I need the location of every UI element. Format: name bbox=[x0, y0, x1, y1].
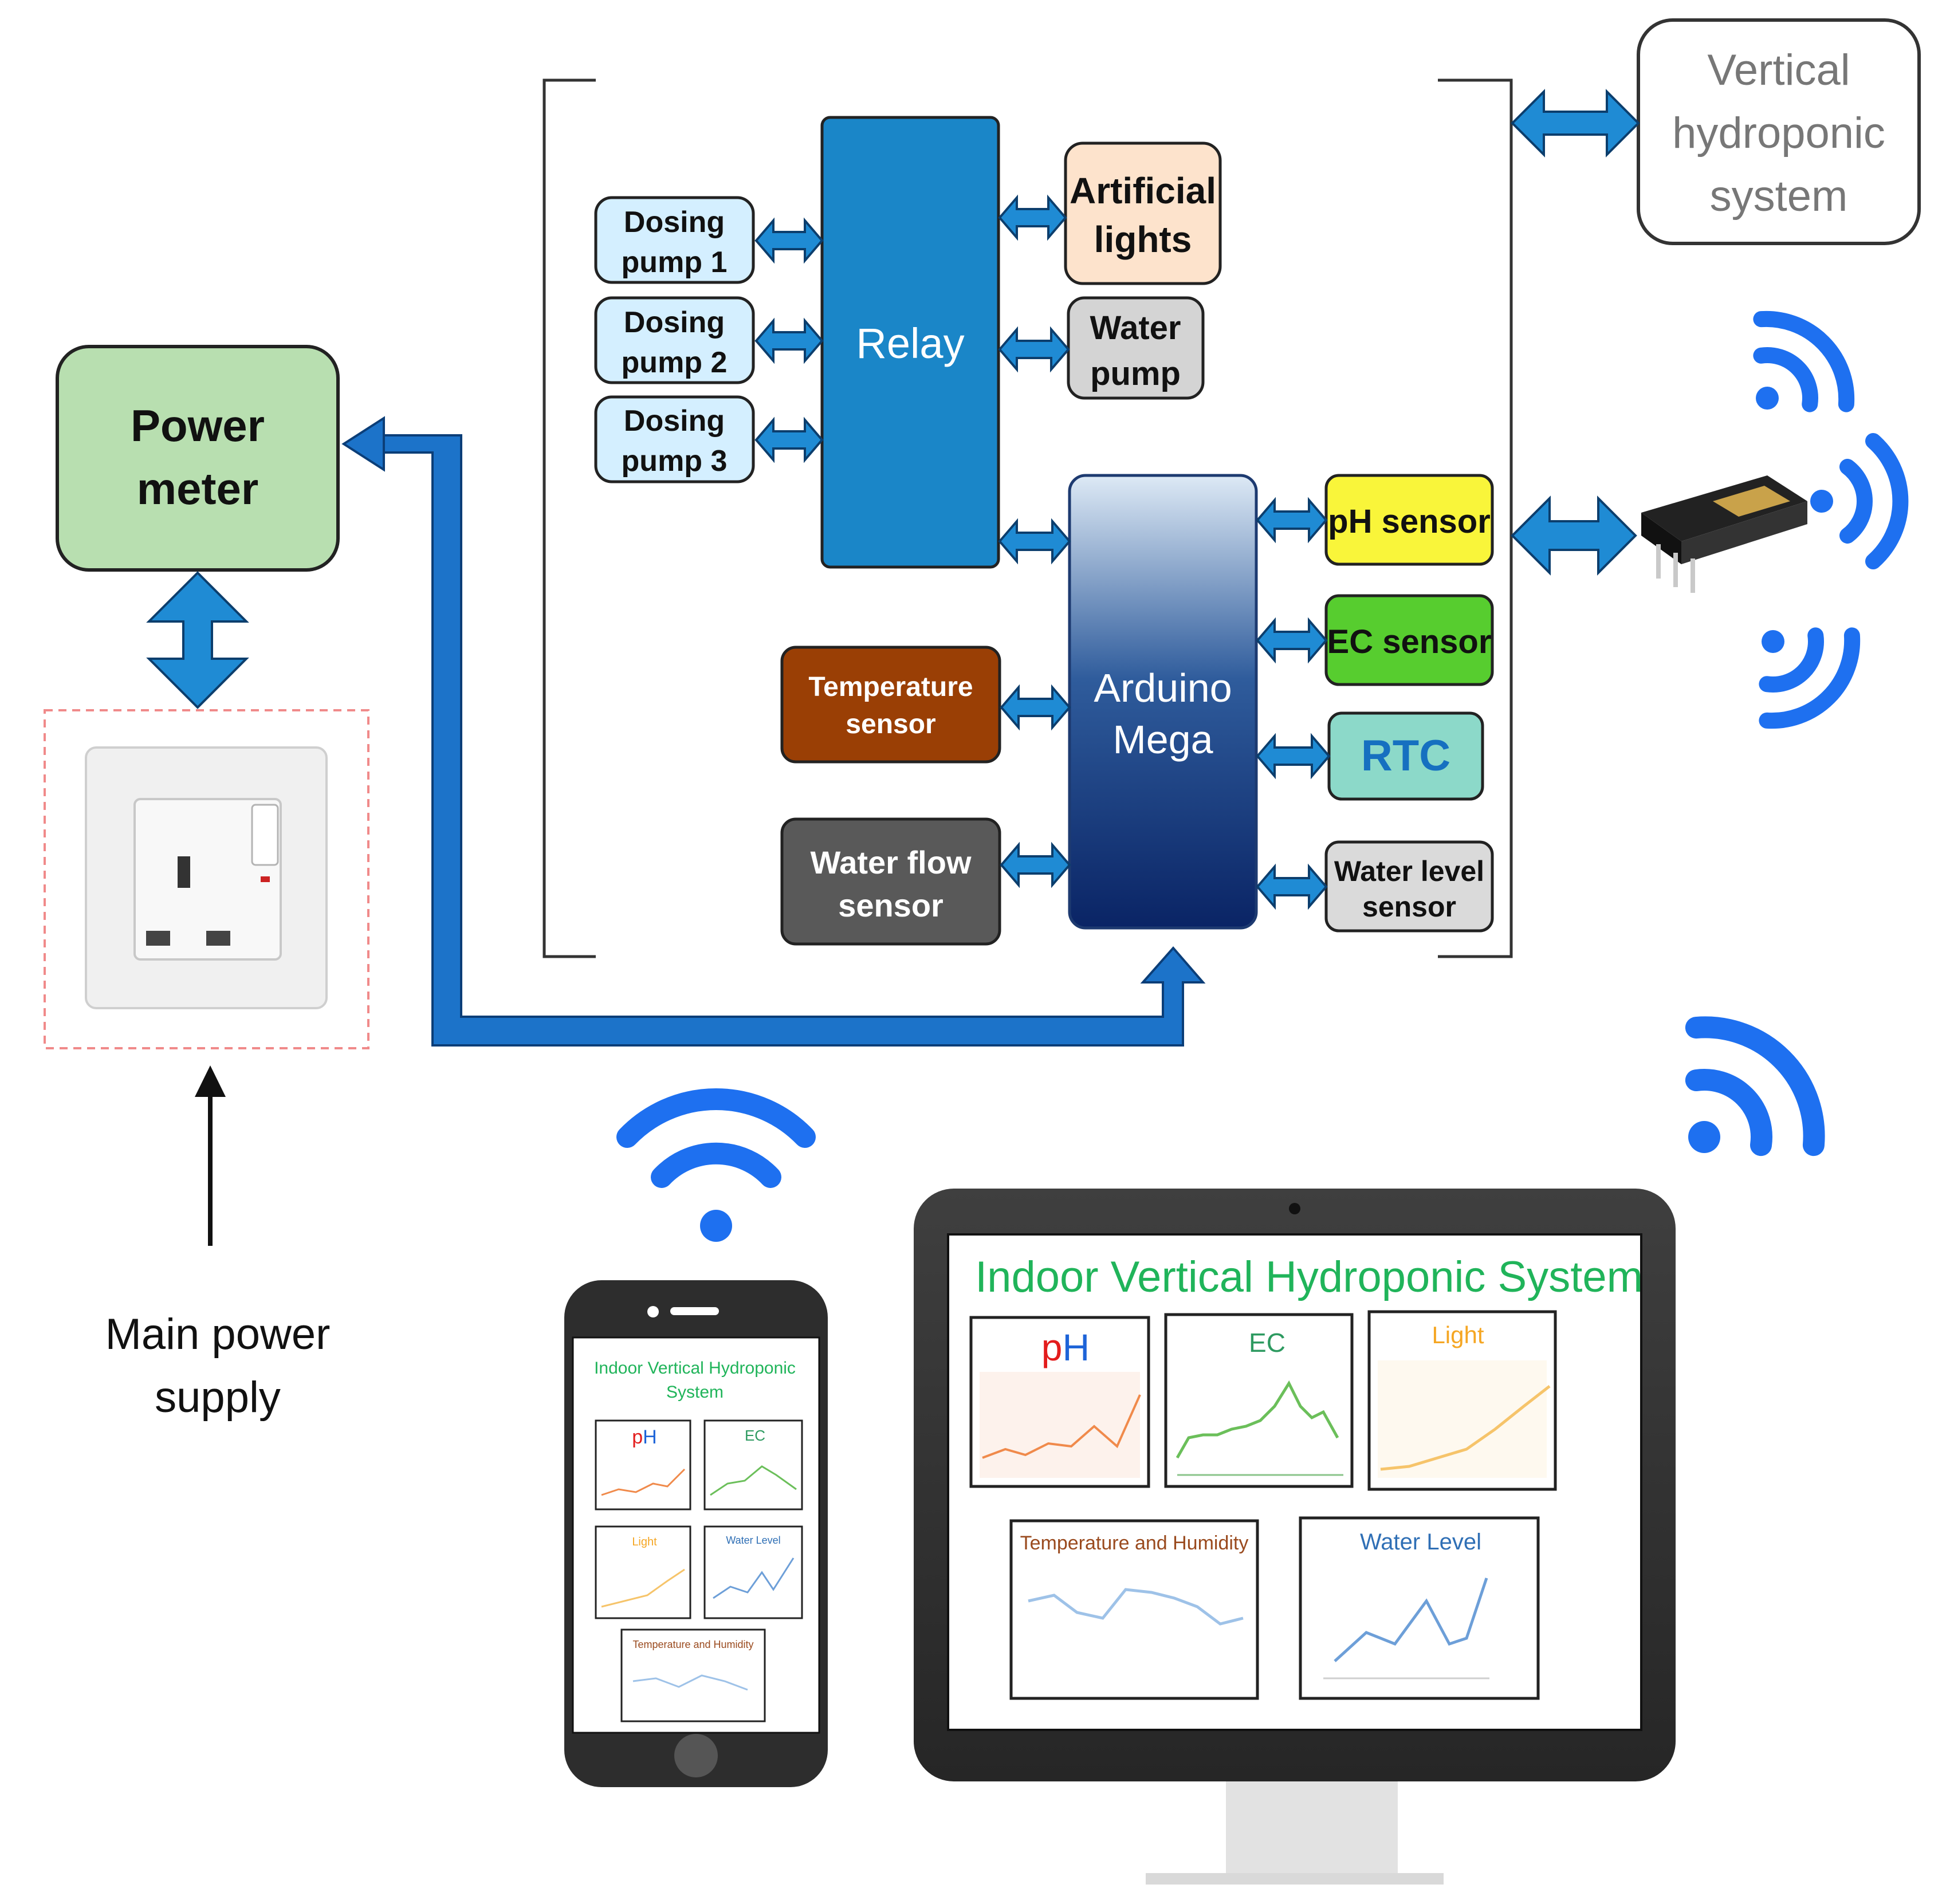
monitor-ec-title: EC bbox=[1249, 1328, 1285, 1358]
relay-label: Relay bbox=[856, 320, 964, 367]
water-level-sensor-label-line2: sensor bbox=[1362, 891, 1456, 923]
arrow-relay-lights bbox=[998, 194, 1067, 241]
phone-water-level-title: Water Level bbox=[726, 1535, 780, 1546]
phone-temperature-humidity-panel: Temperature and Humidity bbox=[620, 1628, 766, 1722]
monitor-temperature-humidity-title: Temperature and Humidity bbox=[1020, 1532, 1249, 1554]
wifi-icon bbox=[1753, 310, 1855, 412]
arrow-dosing1-relay bbox=[754, 217, 824, 264]
arrow-relay-pump bbox=[998, 326, 1070, 373]
relay-block: Relay bbox=[820, 116, 1000, 569]
wifi-icon bbox=[1810, 433, 1909, 569]
phone-temperature-humidity-title: Temperature and Humidity bbox=[632, 1639, 753, 1650]
phone-water-level-panel: Water Level bbox=[703, 1525, 803, 1619]
ph-sensor-label: pH sensor bbox=[1328, 503, 1491, 540]
vertical-hydroponic-system-block: Vertical hydroponic system bbox=[1637, 18, 1921, 245]
water-pump-block: Water pump bbox=[1067, 296, 1205, 400]
monitor-water-level-panel: Water Level bbox=[1299, 1516, 1540, 1700]
dosing-pump-2-label-line2: pump 2 bbox=[622, 346, 728, 379]
phone-light-panel: Light bbox=[595, 1525, 691, 1619]
arrow-temp-arduino bbox=[1000, 684, 1071, 731]
water-flow-sensor-label-line2: sensor bbox=[838, 887, 943, 923]
vertical-system-label-line1: Vertical bbox=[1707, 46, 1850, 95]
monitor-ph-title: pH bbox=[1041, 1326, 1090, 1368]
arrow-dosing2-relay bbox=[754, 317, 824, 364]
monitor-ph-panel: pH bbox=[969, 1316, 1150, 1488]
arrow-controller-system bbox=[1511, 89, 1640, 158]
double-arrows bbox=[146, 89, 1640, 910]
main-power-label-line2: supply bbox=[155, 1373, 281, 1422]
monitor-ec-panel: EC bbox=[1164, 1313, 1354, 1488]
wifi-icon bbox=[616, 1088, 816, 1242]
controller-bracket bbox=[542, 78, 1513, 958]
phone-ec-title: EC bbox=[745, 1427, 765, 1444]
temperature-sensor-label-line1: Temperature bbox=[808, 672, 973, 702]
esp8266-module-icon bbox=[1641, 475, 1807, 593]
ec-sensor-label: EC sensor bbox=[1327, 623, 1492, 660]
arduino-label-line2: Mega bbox=[1112, 717, 1213, 762]
dosing-pump-2-block: Dosing pump 2 bbox=[594, 296, 755, 384]
ec-sensor-block: EC sensor bbox=[1324, 594, 1494, 686]
dosing-pump-1-label-line2: pump 1 bbox=[622, 246, 728, 279]
water-flow-sensor-block: Water flow sensor bbox=[780, 817, 1001, 946]
rtc-label: RTC bbox=[1361, 731, 1450, 780]
arduino-mega-block: Arduino Mega bbox=[1068, 474, 1258, 930]
arrow-controller-wifi-module bbox=[1511, 495, 1637, 576]
arrow-relay-arduino bbox=[998, 518, 1071, 565]
dashboard-title: Indoor Vertical Hydroponic System bbox=[975, 1253, 1643, 1301]
arrow-dosing3-relay bbox=[754, 416, 824, 463]
dosing-pump-1-label-line1: Dosing bbox=[624, 206, 725, 239]
power-line bbox=[341, 416, 1206, 1047]
dosing-pump-3-label-line1: Dosing bbox=[624, 404, 725, 438]
water-level-sensor-block: Water level sensor bbox=[1324, 840, 1494, 933]
phone-ph-title: pH bbox=[632, 1426, 656, 1448]
wifi-icon bbox=[1685, 1016, 1825, 1156]
vertical-system-label-line2: hydroponic bbox=[1672, 109, 1885, 158]
arrow-meter-socket bbox=[146, 571, 249, 709]
power-meter-block: Power meter bbox=[56, 345, 340, 572]
arrow-arduino-ec bbox=[1256, 617, 1328, 664]
monitor-light-title: Light bbox=[1432, 1321, 1484, 1348]
monitor-light-panel: Light bbox=[1367, 1310, 1557, 1491]
artificial-lights-label-line1: Artificial bbox=[1070, 170, 1216, 211]
ph-sensor-block: pH sensor bbox=[1324, 474, 1494, 566]
phone-light-title: Light bbox=[632, 1536, 657, 1548]
main-power-label-line1: Main power bbox=[105, 1310, 331, 1359]
arrow-arduino-waterlevel bbox=[1256, 863, 1328, 910]
dosing-pump-2-label-line1: Dosing bbox=[624, 306, 725, 339]
water-level-sensor-label-line1: Water level bbox=[1334, 855, 1484, 887]
rtc-block: RTC bbox=[1327, 711, 1484, 801]
power-meter-label-line1: Power bbox=[131, 400, 265, 451]
desktop-monitor-icon: Indoor Vertical Hydroponic System pH EC … bbox=[914, 1189, 1676, 1885]
phone-title-line2: System bbox=[666, 1383, 724, 1402]
dosing-pump-3-block: Dosing pump 3 bbox=[594, 395, 755, 483]
vertical-system-label-line3: system bbox=[1710, 172, 1848, 221]
temperature-sensor-label-line2: sensor bbox=[846, 709, 935, 739]
arrow-arduino-ph bbox=[1256, 497, 1328, 544]
power-meter-label-line2: meter bbox=[137, 463, 258, 514]
artificial-lights-block: Artificial lights bbox=[1064, 141, 1222, 285]
artificial-lights-label-line2: lights bbox=[1094, 219, 1192, 260]
smartphone-icon: Indoor Vertical Hydroponic System pH EC … bbox=[564, 1280, 828, 1787]
arduino-label-line1: Arduino bbox=[1094, 666, 1232, 710]
water-flow-sensor-label-line1: Water flow bbox=[810, 844, 971, 880]
temperature-sensor-block: Temperature sensor bbox=[780, 646, 1001, 764]
monitor-temperature-humidity-panel: Temperature and Humidity bbox=[1009, 1519, 1259, 1700]
main-power-arrow bbox=[195, 1065, 226, 1246]
monitor-water-level-title: Water Level bbox=[1360, 1529, 1481, 1555]
water-pump-label-line2: pump bbox=[1090, 355, 1181, 392]
dosing-pump-3-label-line2: pump 3 bbox=[622, 444, 728, 478]
arrow-arduino-rtc bbox=[1256, 733, 1331, 780]
water-pump-label-line1: Water bbox=[1090, 309, 1181, 347]
wifi-icon bbox=[1759, 627, 1861, 729]
arrow-flow-arduino bbox=[1000, 841, 1071, 888]
phone-ph-panel: pH bbox=[595, 1419, 691, 1510]
phone-title-line1: Indoor Vertical Hydroponic bbox=[594, 1359, 796, 1378]
phone-ec-panel: EC bbox=[703, 1419, 803, 1510]
dosing-pump-1-block: Dosing pump 1 bbox=[594, 196, 755, 284]
wall-socket-icon bbox=[44, 709, 369, 1049]
